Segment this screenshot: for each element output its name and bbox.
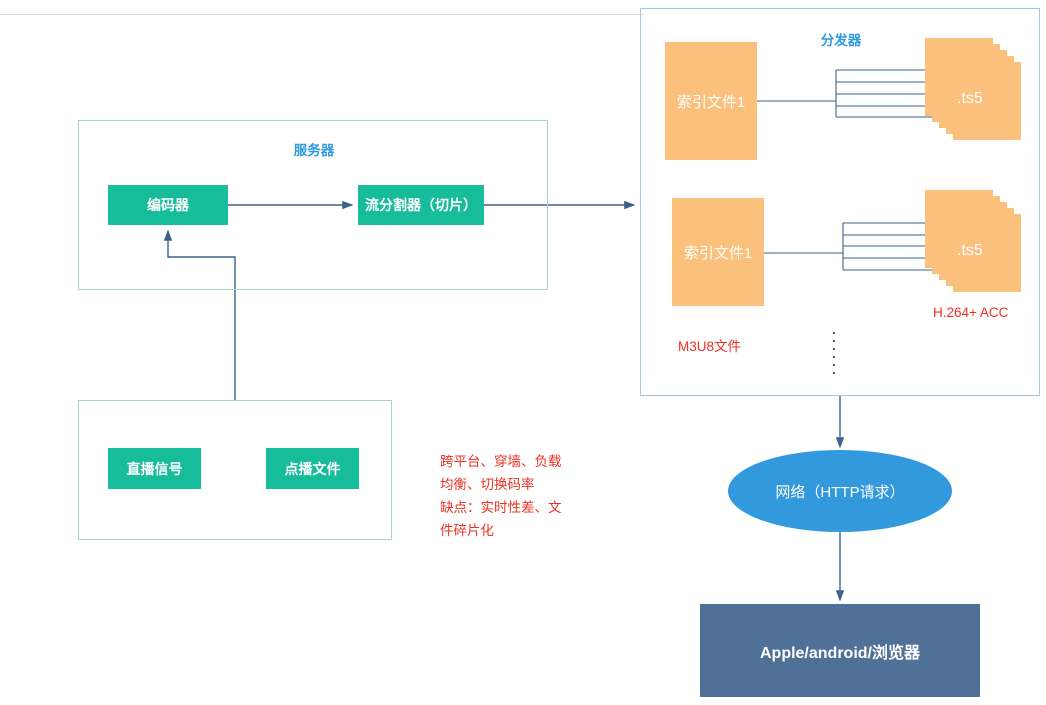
ts-stack-label: .ts5 xyxy=(957,90,983,107)
notes-line-3: 缺点：实时性差、文 xyxy=(440,500,562,515)
notes-line-2: 均衡、切换码率 xyxy=(440,477,535,492)
notes-line-1: 跨平台、穿墙、负载 xyxy=(440,454,562,469)
network-node[interactable]: 网络（HTTP请求） xyxy=(728,450,952,532)
codec-annotation: H.264+ ACC xyxy=(933,305,1009,320)
ts-segment-stack-2[interactable]: .ts5 xyxy=(925,190,1021,292)
vertical-ellipsis-icon xyxy=(833,332,835,374)
stream-splitter-node[interactable]: 流分割器（切片） xyxy=(358,185,484,225)
m3u8-annotation: M3U8文件 xyxy=(678,339,742,354)
client-devices-node[interactable]: Apple/android/浏览器 xyxy=(700,604,980,697)
source-container xyxy=(78,400,392,540)
ts-stack-label: .ts5 xyxy=(957,242,983,259)
notes-line-4: 件碎片化 xyxy=(440,523,494,538)
ts-segment-stack-1[interactable]: .ts5 xyxy=(925,38,1021,140)
live-signal-node[interactable]: 直播信号 xyxy=(108,448,201,489)
server-container: 服务器 xyxy=(78,120,548,290)
ts-card xyxy=(953,214,1021,292)
distributor-title: 分发器 xyxy=(820,33,862,48)
server-title: 服务器 xyxy=(293,143,335,158)
top-divider-rule xyxy=(0,14,644,15)
index-file-node-2[interactable]: 索引文件1 xyxy=(672,198,764,306)
ts-card xyxy=(953,62,1021,140)
distributor-container: 分发器 xyxy=(640,8,1040,396)
advantages-notes: 跨平台、穿墙、负载 均衡、切换码率 缺点：实时性差、文 件碎片化 xyxy=(440,450,600,542)
encoder-node[interactable]: 编码器 xyxy=(108,185,228,225)
index-file-node-1[interactable]: 索引文件1 xyxy=(665,42,757,160)
vod-file-node[interactable]: 点播文件 xyxy=(266,448,359,489)
